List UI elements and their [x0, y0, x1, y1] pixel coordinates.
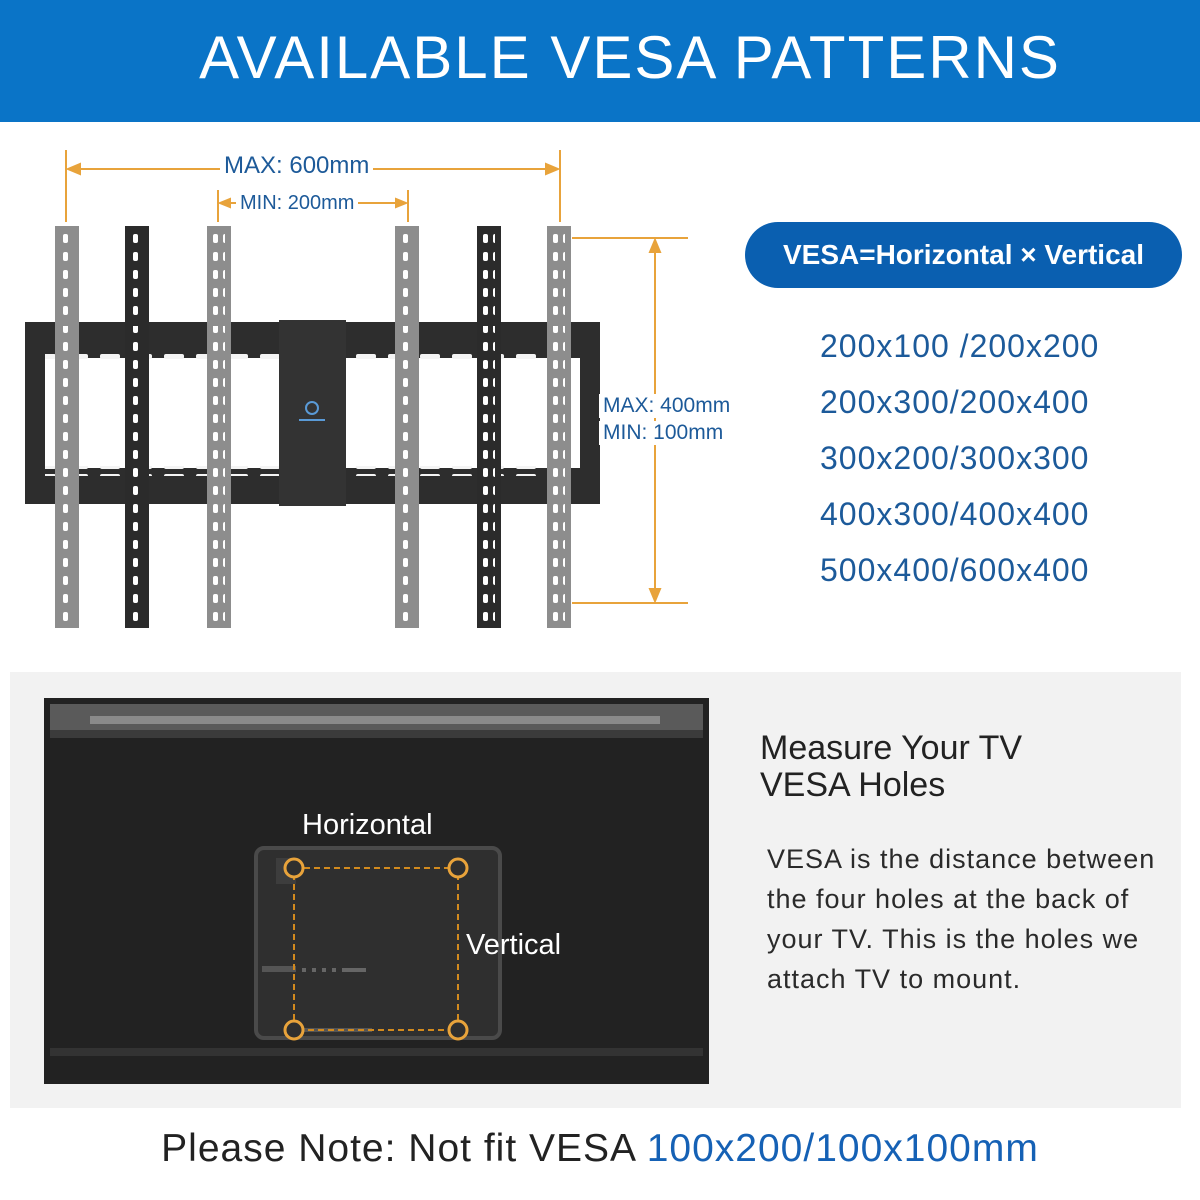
- bracket-illustration: [25, 150, 688, 628]
- bracket-logo-icon: [299, 401, 325, 421]
- list-item: 300x200/300x300: [820, 440, 1090, 476]
- height-min-label: MIN: 100mm: [599, 421, 728, 445]
- measure-panel: Horizontal Vertical Measure Your TV VESA…: [10, 672, 1181, 1108]
- list-item: 200x100 /200x200: [820, 328, 1100, 364]
- measure-title: Measure Your TV VESA Holes: [760, 729, 1023, 804]
- horizontal-label: Horizontal: [302, 809, 433, 841]
- width-max-label: MAX: 600mm: [220, 153, 374, 179]
- compatibility-note: Please Note: Not fit VESA 100x200/100x10…: [0, 1125, 1200, 1173]
- note-value: 100x200/100x100mm: [646, 1127, 1039, 1170]
- list-item: 500x400/600x400: [820, 552, 1090, 588]
- vesa-formula-badge: VESA=Horizontal × Vertical: [745, 222, 1182, 288]
- list-item: 400x300/400x400: [820, 496, 1090, 532]
- list-item: 200x300/200x400: [820, 384, 1090, 420]
- vesa-pattern-list: 200x100 /200x200 200x300/200x400 300x200…: [820, 318, 1099, 598]
- measure-description: VESA is the distance between the four ho…: [767, 844, 1156, 994]
- vertical-arms-front: [55, 322, 571, 504]
- tv-back-illustration: [44, 698, 709, 1084]
- height-max-label: MAX: 400mm: [599, 394, 735, 418]
- page-title: AVAILABLE VESA PATTERNS: [199, 24, 1061, 91]
- mount-diagram: MAX: 600mm MIN: 200mm MAX: 400mm MIN: 10…: [0, 122, 760, 662]
- header-banner: AVAILABLE VESA PATTERNS: [0, 0, 1200, 122]
- vesa-hole-pattern: [283, 857, 469, 1041]
- vertical-label: Vertical: [466, 929, 562, 961]
- width-min-label: MIN: 200mm: [236, 190, 359, 216]
- note-text: Please Note: Not fit VESA: [161, 1127, 647, 1170]
